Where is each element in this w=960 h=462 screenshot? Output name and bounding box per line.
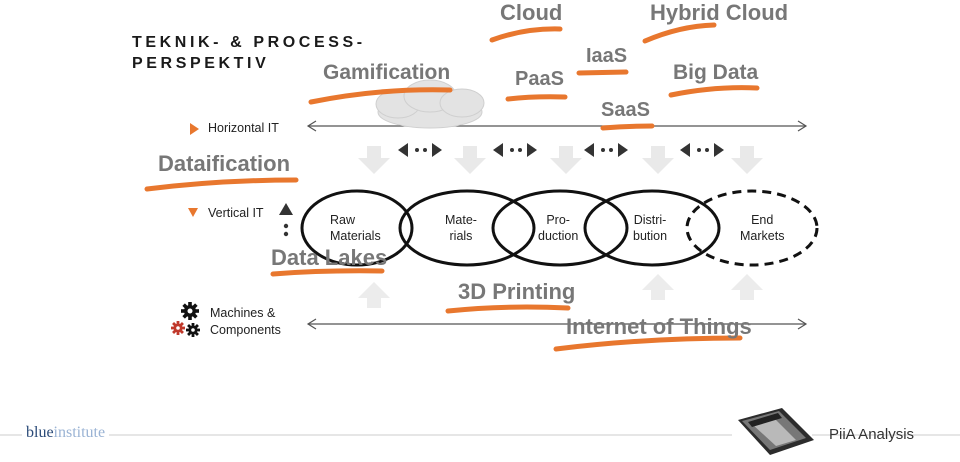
- report-label: PiiA Analysis: [829, 426, 914, 443]
- stage-label-raw-materials: Raw Materials: [330, 212, 381, 240]
- horizontal-marker-icon: [190, 123, 199, 135]
- stage-label-materials: Mate- rials: [445, 212, 477, 244]
- stage-label-distribution: Distri- bution: [633, 212, 667, 244]
- term-hybrid-cloud: Hybrid Cloud: [650, 0, 788, 26]
- stage-label-end-markets: End Markets: [740, 212, 784, 244]
- term-cloud: Cloud: [500, 0, 562, 26]
- report-booklet-icon: [738, 408, 814, 455]
- horizontal-it-axis: [308, 121, 806, 131]
- row-label-machines: Machines & Components: [210, 305, 281, 339]
- vertical-marker-icon: [188, 208, 198, 217]
- term-data-lakes: Data Lakes: [271, 245, 387, 271]
- term-dataification: Dataification: [158, 151, 290, 177]
- term-gamification: Gamification: [323, 61, 450, 85]
- term-iaas: IaaS: [586, 45, 627, 68]
- brand-logo: blueinstitute: [22, 424, 109, 442]
- orange-underlines: [147, 25, 757, 349]
- stage-label-production: Pro- duction: [538, 212, 578, 244]
- term-saas: SaaS: [601, 99, 650, 122]
- term-paas: PaaS: [515, 68, 564, 91]
- cloud-shape: [376, 80, 484, 128]
- row-label-vertical-it: Vertical IT: [208, 206, 264, 220]
- row-label-horizontal-it: Horizontal IT: [208, 121, 279, 135]
- vertical-it-axis: [279, 203, 293, 236]
- term-internet-of-things: Internet of Things: [566, 314, 752, 340]
- term-big-data: Big Data: [673, 61, 758, 85]
- brand-logo-institute: institute: [54, 424, 106, 441]
- brand-logo-blue: blue: [26, 424, 54, 441]
- gears-icon: [171, 302, 200, 337]
- term-3d-printing: 3D Printing: [458, 279, 575, 305]
